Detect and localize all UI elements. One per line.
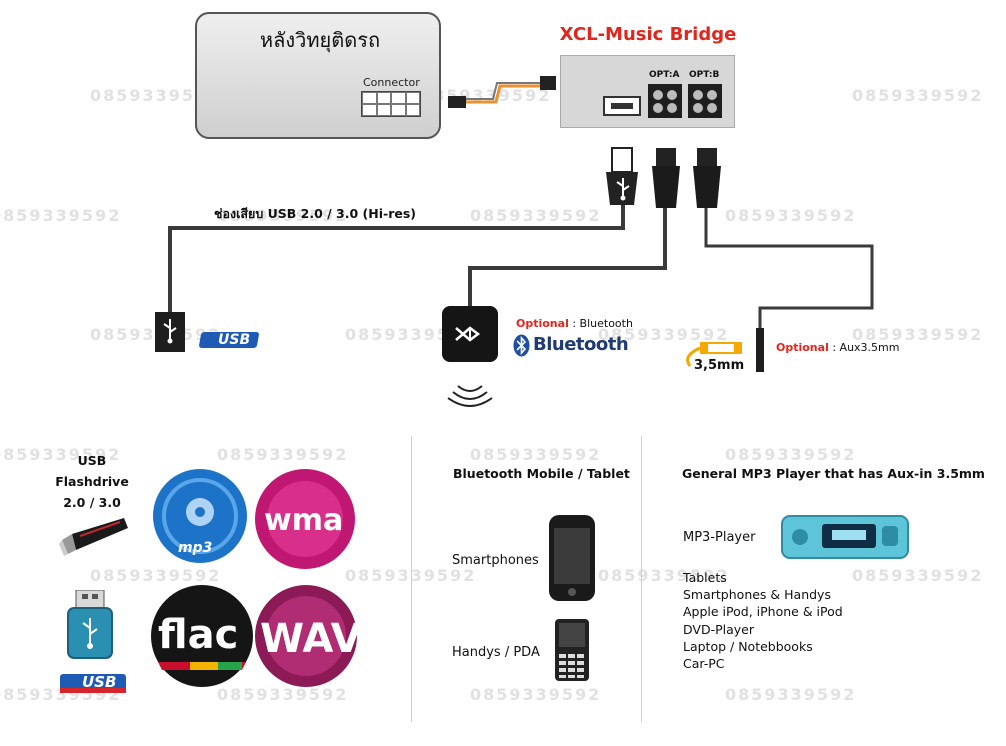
mp3-label: mp3 <box>178 540 212 556</box>
usb-port-icon <box>603 96 641 116</box>
bluetooth-rune-icon <box>513 334 530 357</box>
radio-title: หลังวิทยุติดรถ <box>259 28 381 52</box>
aux-device-item: Smartphones & Handys <box>683 587 831 603</box>
aux-device-item: Apple iPod, iPhone & iPod <box>683 604 843 620</box>
watermark: 0859339592 <box>725 206 857 225</box>
bluetooth-logo-text: Bluetooth <box>533 334 629 355</box>
watermark: 0859339592 <box>90 325 221 344</box>
music-bridge-unit: OPT:A OPT:B <box>560 55 735 128</box>
watermark: 0859339592 <box>470 445 602 464</box>
smartphone-icon <box>549 515 595 601</box>
watermark: 0859339592 <box>0 206 122 225</box>
mp3-player-icon <box>781 515 909 559</box>
bluetooth-optional-tag: Optional <box>516 317 569 330</box>
mp3-player-label: MP3-Player <box>683 530 756 545</box>
wav-format-logo: WAV <box>255 585 358 687</box>
car-radio-unit: หลังวิทยุติดรถ Connector <box>195 12 441 139</box>
watermark: 0859339592 <box>598 325 730 344</box>
watermark: 0859339592 <box>217 206 349 225</box>
watermark: 0859339592 <box>852 325 984 344</box>
opt-a-socket-icon <box>648 84 682 118</box>
watermark: 0859339592 <box>217 445 349 464</box>
watermark: 0859339592 <box>0 445 122 464</box>
flac-format-logo: flac <box>151 585 253 687</box>
aux-device-item: DVD-Player <box>683 621 754 637</box>
wma-label: wma <box>264 503 343 538</box>
flashdrive-line3: 2.0 / 3.0 <box>63 495 121 510</box>
watermark: 0859339592 <box>725 445 857 464</box>
wma-format-logo: wma <box>255 469 355 569</box>
opt-a-label: OPT:A <box>649 70 680 80</box>
aux-option-text: : Aux3.5mm <box>828 341 900 354</box>
bluetooth-option-text: : Bluetooth <box>568 317 633 330</box>
bluetooth-option: Optional : Bluetooth <box>516 317 633 330</box>
watermark: 0859339592 <box>90 86 222 105</box>
watermark: 0859339592 <box>725 685 857 704</box>
aux-device-item: Laptop / Notebbooks <box>683 638 813 654</box>
flac-label: flac <box>158 612 238 658</box>
watermark: 0859339592 <box>852 566 984 585</box>
watermark: 0859339592 <box>217 685 349 704</box>
superspeed-usb-text: USB <box>82 673 117 691</box>
watermark: 0859339592 <box>345 566 476 585</box>
bluetooth-logo: Bluetooth <box>513 334 629 358</box>
bluetooth-section-heading: Bluetooth Mobile / Tablet <box>453 466 630 481</box>
watermark: 0859339592 <box>345 325 477 344</box>
handys-label: Handys / PDA <box>452 645 540 660</box>
handy-phone-icon <box>555 619 589 681</box>
aux-device-item: Car-PC <box>683 656 725 672</box>
hispeed-usb-text: USB <box>218 332 251 348</box>
flashdrive-line2: Flashdrive <box>55 474 129 489</box>
watermark: 0859339592 <box>598 566 730 585</box>
flashdrive-label: USB Flashdrive 2.0 / 3.0 <box>54 450 130 513</box>
flashdrive-icon <box>59 518 128 556</box>
connector-label: Connector <box>363 76 420 89</box>
section-divider <box>411 436 412 722</box>
aux-option: Optional : Aux3.5mm <box>776 341 899 354</box>
aux-section-heading: General MP3 Player that has Aux-in 3.5mm <box>682 466 985 481</box>
superspeed-drive-icon <box>67 590 113 659</box>
connector-socket <box>361 91 421 117</box>
watermark: 0859339592 <box>470 206 602 225</box>
opt-b-label: OPT:B <box>689 70 720 80</box>
section-divider <box>641 436 642 722</box>
wav-label: WAV <box>260 616 358 662</box>
usb-plug-icon <box>163 319 177 344</box>
aux-optional-tag: Optional <box>776 341 829 354</box>
watermark: 0859339592 <box>470 685 602 704</box>
aux-device-list: Tablets Smartphones & Handys Apple iPod,… <box>683 569 843 672</box>
bridge-title: XCL-Music Bridge <box>559 24 737 45</box>
smartphones-label: Smartphones <box>452 553 539 568</box>
mp3-format-logo: mp3 <box>153 469 247 563</box>
opt-b-socket-icon <box>688 84 722 118</box>
watermark: 0859339592 <box>852 86 984 105</box>
flashdrive-line1: USB <box>77 453 107 468</box>
usb-symbol-icon <box>616 178 630 201</box>
hispeed-usb-logo: USB <box>198 324 260 350</box>
superspeed-usb-logo: USB <box>60 664 126 698</box>
usb-input-label: ช่องเสียบ USB 2.0 / 3.0 (Hi-res) <box>214 206 416 221</box>
aux-plug-label: 3,5mm <box>694 358 745 373</box>
aux-device-item: Tablets <box>683 570 727 585</box>
bluetooth-symbol-icon <box>455 326 481 342</box>
watermark: 0859339592 <box>90 566 222 585</box>
